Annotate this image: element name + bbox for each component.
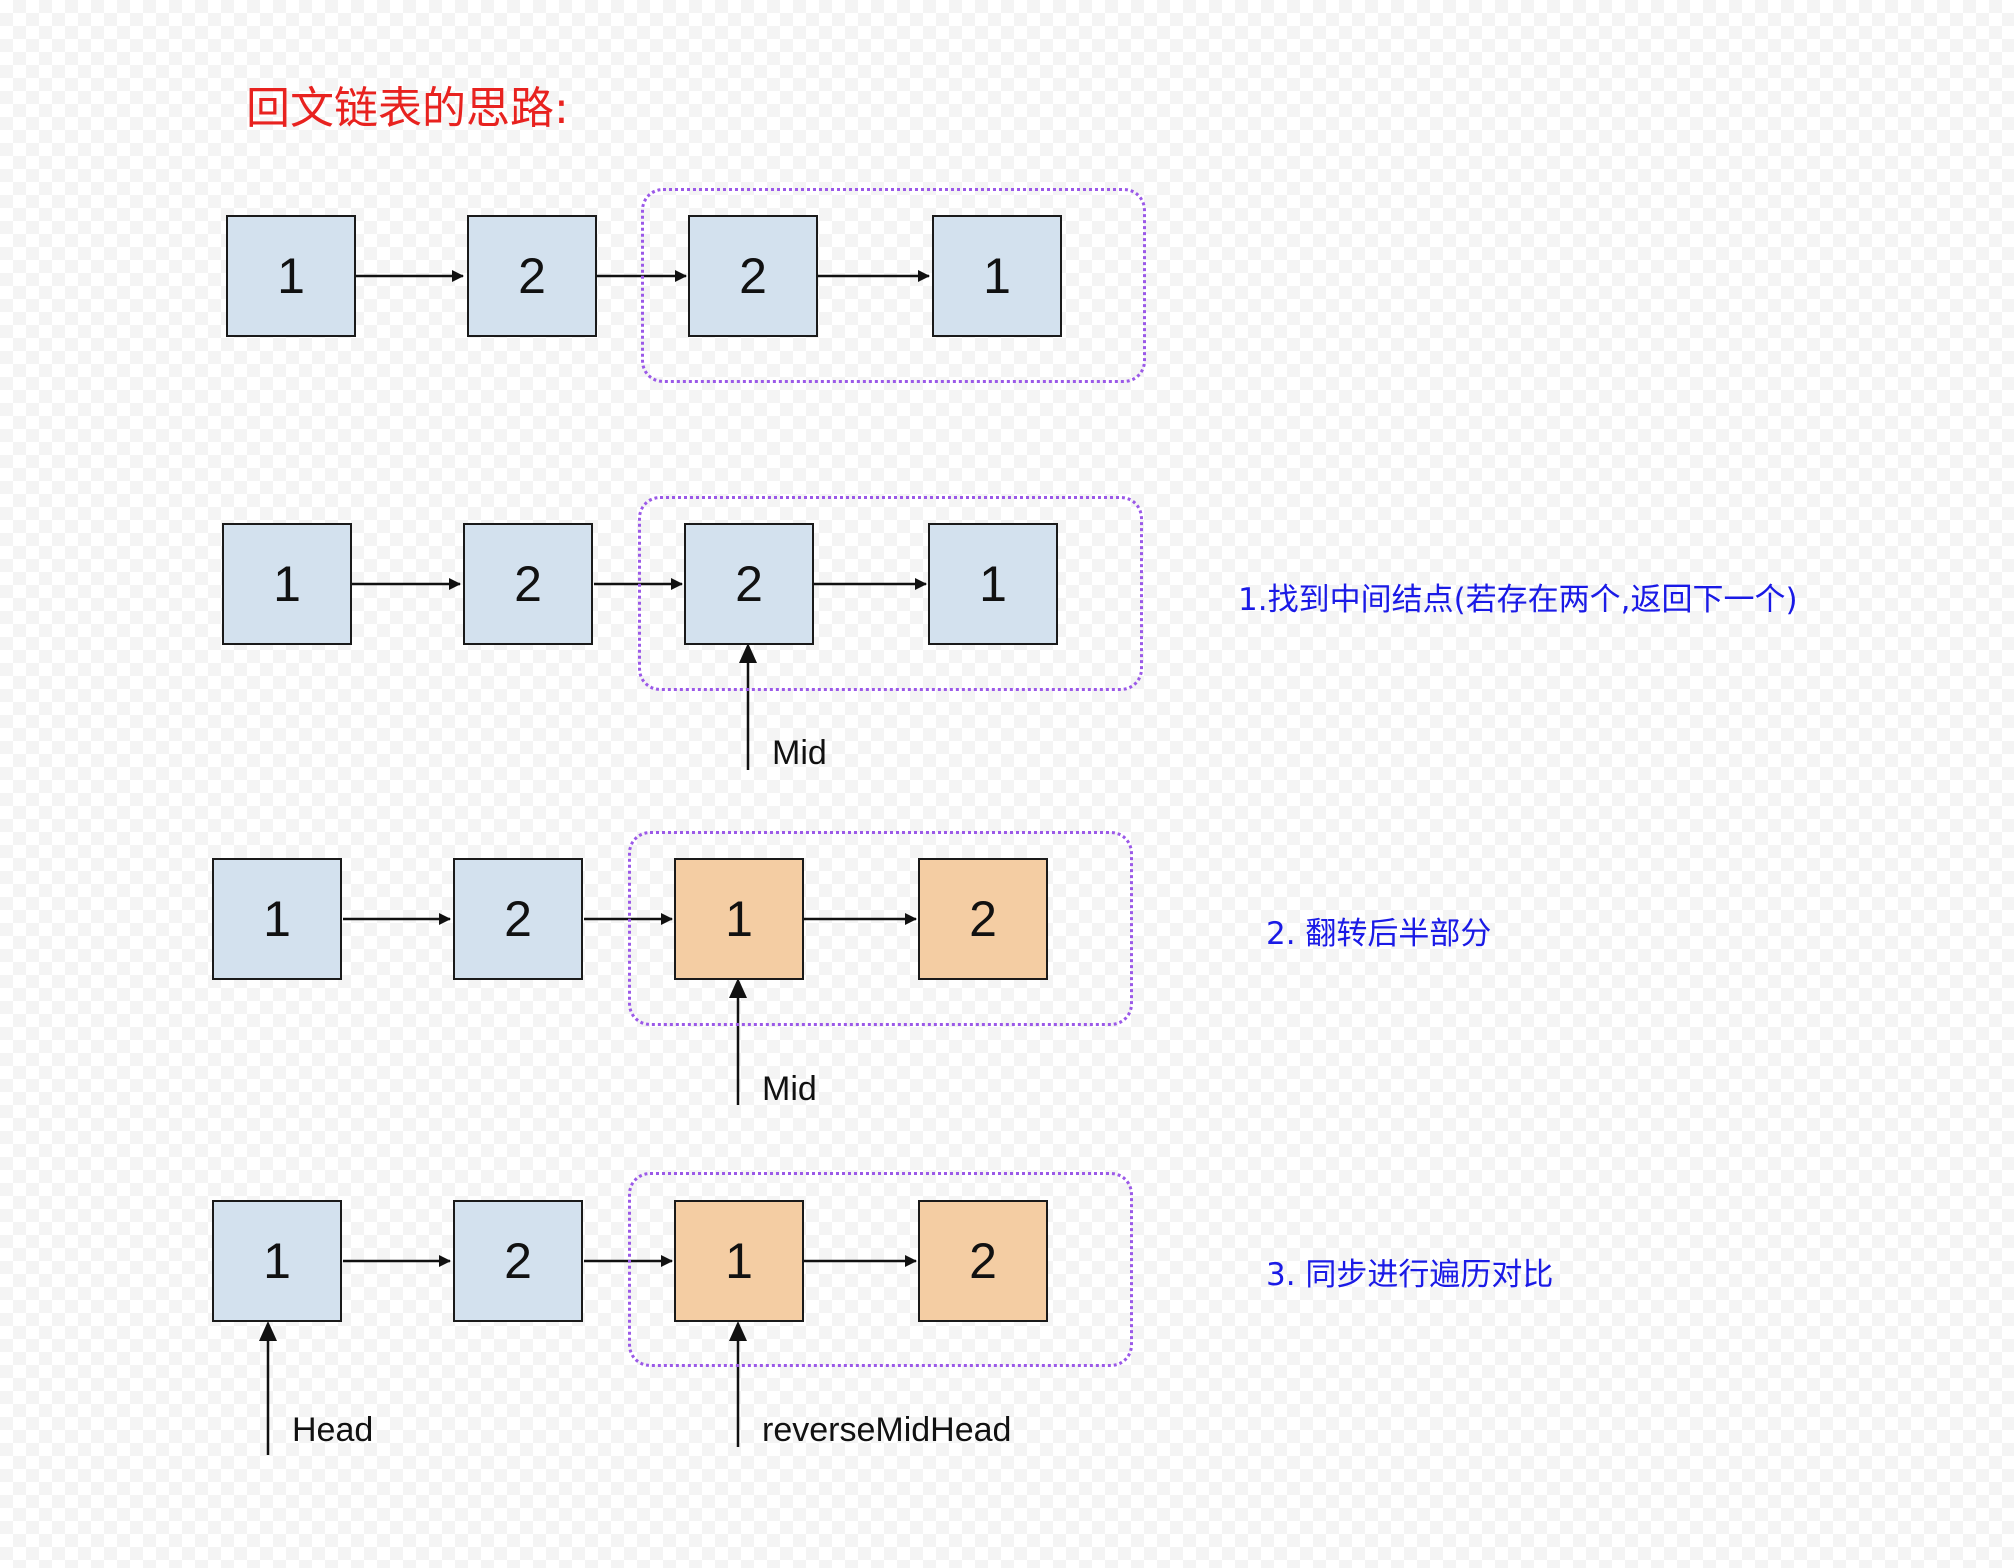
step-3-text: 3. 同步进行遍历对比 [1266, 1257, 1554, 1293]
row1-node-3: 2 [688, 215, 818, 337]
step-2-text: 2. 翻转后半部分 [1266, 916, 1492, 952]
row2-second-half-group [638, 496, 1143, 691]
row1-node-2: 2 [467, 215, 597, 337]
row2-node-3: 2 [684, 523, 814, 645]
row1-node-1: 1 [226, 215, 356, 337]
step-1-text: 1.找到中间结点(若存在两个,返回下一个) [1238, 582, 1798, 618]
row3-second-half-group [628, 831, 1133, 1026]
row3-node-3-reversed: 1 [674, 858, 804, 980]
row3-node-2: 2 [453, 858, 583, 980]
row3-node-1: 1 [212, 858, 342, 980]
row3-mid-label: Mid [762, 1070, 817, 1108]
row4-second-half-group [628, 1172, 1133, 1367]
row2-mid-arrowhead [739, 643, 757, 663]
row4-node-4-reversed: 2 [918, 1200, 1048, 1322]
row4-mid-arrowhead [729, 1321, 747, 1341]
row1-second-half-group [641, 188, 1146, 383]
row4-reverse-mid-head-label: reverseMidHead [762, 1411, 1012, 1449]
diagram-title: 回文链表的思路: [246, 83, 569, 134]
row3-node-4-reversed: 2 [918, 858, 1048, 980]
row4-node-2: 2 [453, 1200, 583, 1322]
row4-node-3-reversed: 1 [674, 1200, 804, 1322]
row1-node-4: 1 [932, 215, 1062, 337]
row2-node-4: 1 [928, 523, 1058, 645]
row3-mid-arrowhead [729, 978, 747, 998]
row2-mid-label: Mid [772, 734, 827, 772]
row4-node-1: 1 [212, 1200, 342, 1322]
row4-head-arrowhead [259, 1321, 277, 1341]
row2-node-1: 1 [222, 523, 352, 645]
row2-node-2: 2 [463, 523, 593, 645]
row4-head-label: Head [292, 1411, 374, 1449]
